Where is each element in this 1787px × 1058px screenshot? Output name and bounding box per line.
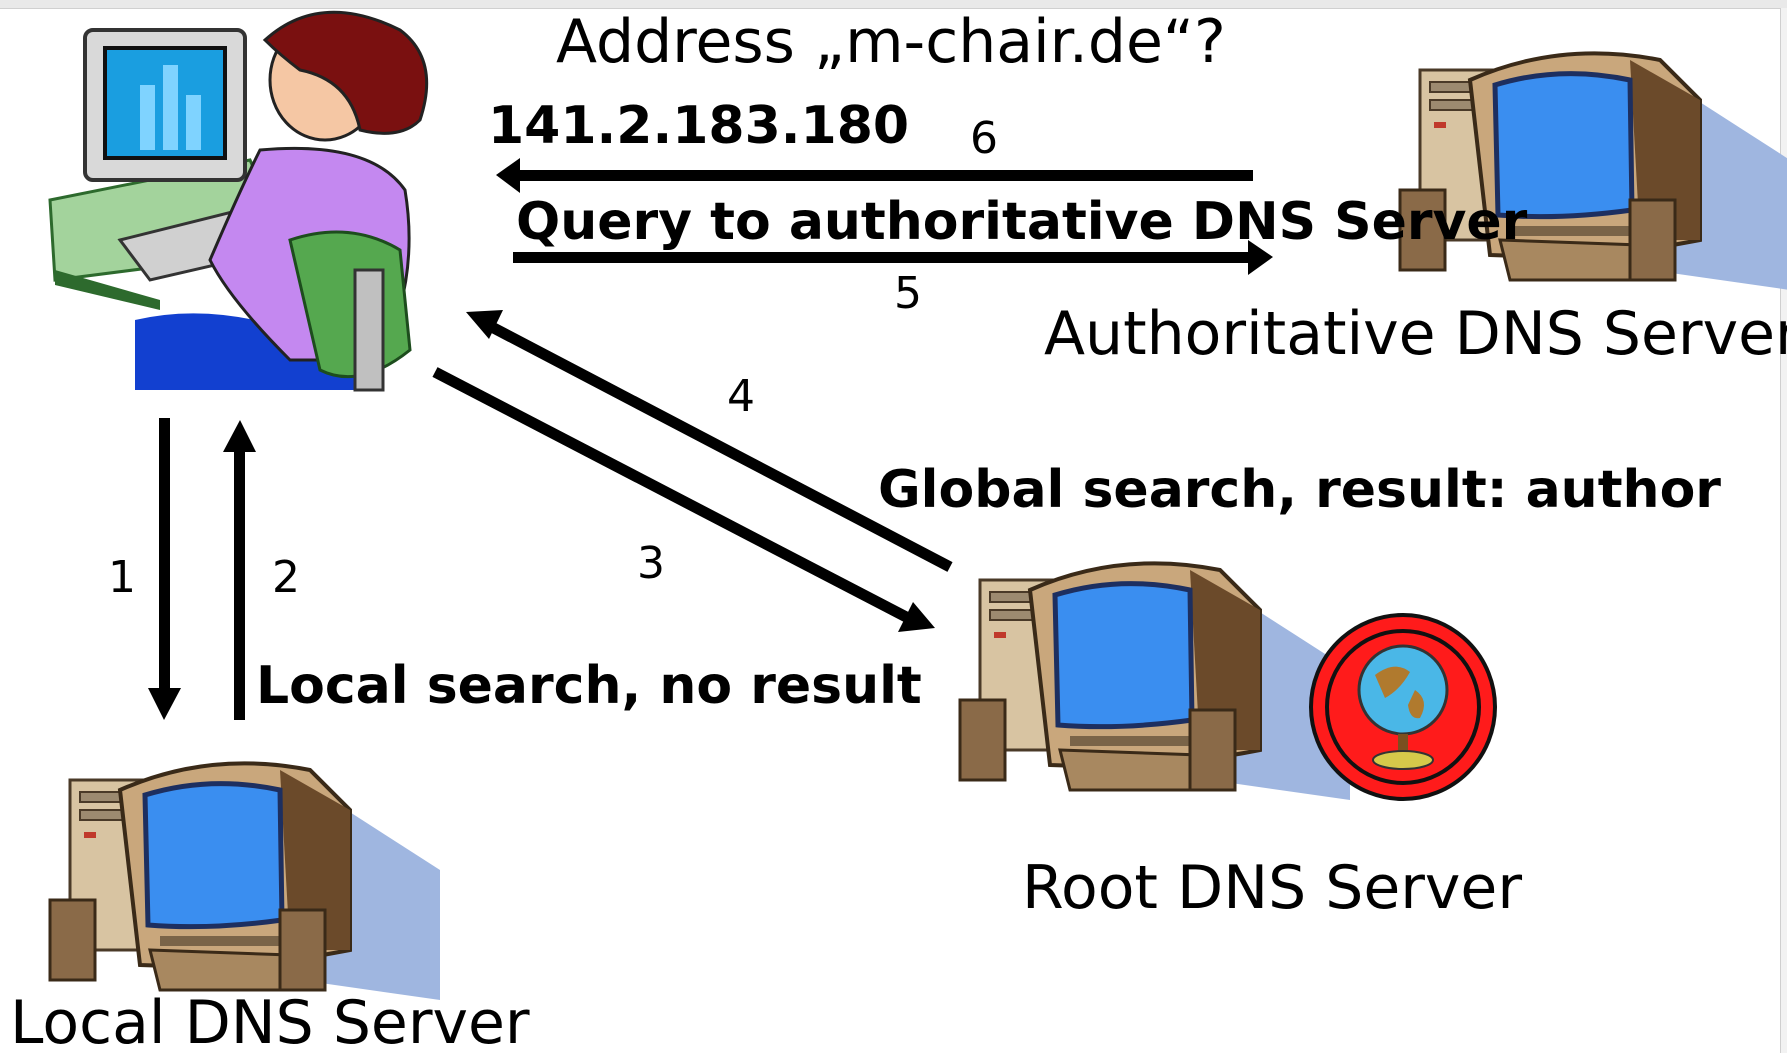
step-5-label: 5 [894, 268, 922, 319]
step-2-label: 2 [272, 552, 300, 603]
authoritative-server-icon [1400, 53, 1787, 290]
arrow-step-1 [159, 418, 170, 688]
right-border [1780, 8, 1787, 1053]
step-3-label: 3 [637, 538, 665, 589]
question-label: Address „m-chair.de“? [556, 7, 1226, 77]
authoritative-server-label: Authoritative DNS Server [1044, 299, 1787, 369]
arrow-step-6 [520, 170, 1253, 181]
client-woman-at-computer-icon [48, 10, 429, 392]
step-6-label: 6 [970, 113, 998, 164]
top-border [0, 0, 1787, 9]
arrow-step-5 [513, 252, 1248, 263]
step-4-label: 4 [727, 371, 755, 422]
step-1-label: 1 [108, 552, 136, 603]
global-search-label: Global search, result: author [878, 460, 1721, 520]
root-server-label: Root DNS Server [1022, 853, 1523, 923]
answer-ip-label: 141.2.183.180 [488, 96, 910, 156]
root-server-icon [960, 563, 1350, 800]
query-label: Query to authoritative DNS Server [516, 192, 1528, 252]
local-search-label: Local search, no result [256, 656, 922, 716]
local-server-icon [50, 763, 440, 1000]
local-server-label: Local DNS Server [10, 988, 530, 1058]
arrow-step-3 [432, 367, 915, 625]
arrow-step-2 [234, 452, 245, 720]
arrow-step-4 [485, 320, 953, 572]
globe-icon [1309, 613, 1497, 801]
